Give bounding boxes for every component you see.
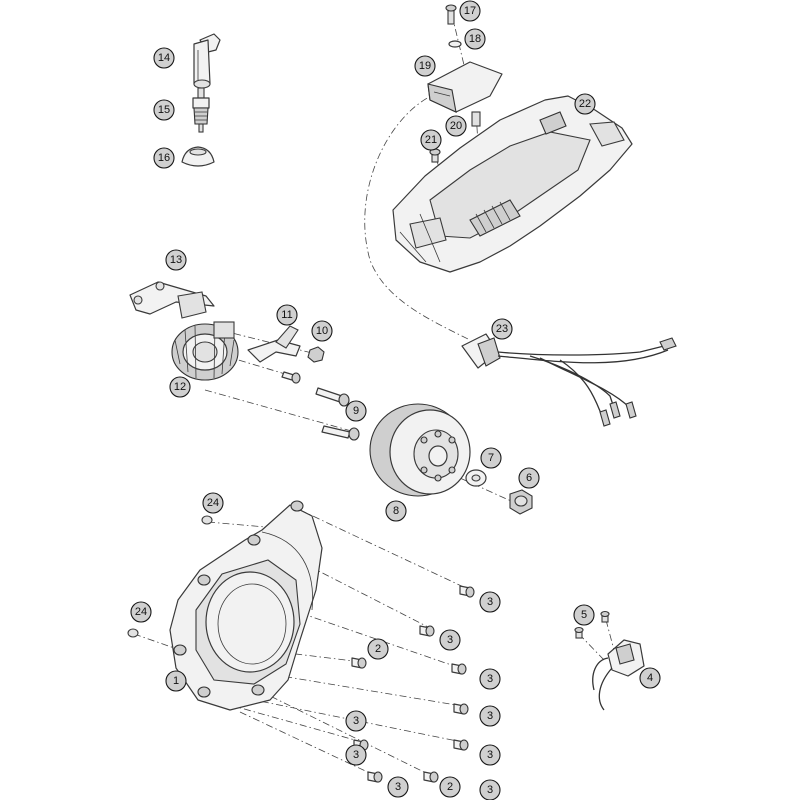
callout-9: 9 [345,400,367,422]
svg-text:21: 21 [425,134,437,146]
svg-text:13: 13 [170,254,182,266]
callout-17: 17 [459,0,481,22]
svg-text:3: 3 [447,634,453,646]
callout-19: 19 [414,55,436,77]
callout-3: 3 [387,776,409,798]
stator-nut [307,346,325,363]
callout-22: 22 [574,93,596,115]
svg-text:3: 3 [487,749,493,761]
svg-text:3: 3 [487,673,493,685]
ecu-spacer [471,111,481,127]
spark-plug [192,87,210,133]
svg-text:3: 3 [353,749,359,761]
flywheel-nut [509,489,533,515]
cover-bolts [351,585,475,783]
svg-text:3: 3 [487,710,493,722]
svg-text:2: 2 [447,781,453,793]
ecu-washer [448,40,462,48]
callout-5: 5 [573,604,595,626]
callout-16: 16 [153,147,175,169]
svg-text:8: 8 [393,505,399,517]
callout-3: 3 [439,629,461,651]
svg-text:14: 14 [158,52,170,64]
callout-24: 24 [130,601,152,623]
callout-14: 14 [153,47,175,69]
callout-24: 24 [202,492,224,514]
svg-text:16: 16 [158,152,170,164]
svg-text:12: 12 [174,381,186,393]
svg-text:1: 1 [173,675,179,687]
callout-3: 3 [479,744,501,766]
callout-13: 13 [165,249,187,271]
callout-1: 1 [165,670,187,692]
stator-bolts [281,371,360,441]
svg-text:7: 7 [488,452,494,464]
svg-text:3: 3 [395,781,401,793]
callout-10: 10 [311,320,333,342]
svg-text:2: 2 [375,643,381,655]
callout-15: 15 [153,99,175,121]
flywheel [369,403,471,497]
callout-7: 7 [480,447,502,469]
callout-6: 6 [518,467,540,489]
callout-21: 21 [420,129,442,151]
flywheel-washer [465,469,487,487]
svg-text:24: 24 [135,606,147,618]
callout-3: 3 [479,779,501,800]
ecu-unit [427,61,503,113]
svg-text:22: 22 [579,98,591,110]
svg-text:20: 20 [450,120,462,132]
svg-text:5: 5 [581,609,587,621]
callout-18: 18 [464,28,486,50]
svg-text:17: 17 [464,5,476,17]
svg-text:24: 24 [207,497,219,509]
callout-3: 3 [345,710,367,732]
callouts: 1 2 2 3 3 3 3 3 3 3 3 3 4 5 6 7 8 9 10 1… [130,0,661,800]
ignition-cover [169,500,323,711]
callout-8: 8 [385,500,407,522]
stator [171,321,239,381]
svg-text:18: 18 [469,33,481,45]
callout-3: 3 [479,591,501,613]
callout-2: 2 [367,638,389,660]
svg-text:15: 15 [158,104,170,116]
ecu-screw [429,148,441,163]
svg-text:4: 4 [647,672,653,684]
svg-text:3: 3 [487,784,493,796]
callout-12: 12 [169,376,191,398]
callout-20: 20 [445,115,467,137]
callout-3: 3 [479,668,501,690]
callout-3: 3 [479,705,501,727]
svg-text:23: 23 [496,323,508,335]
svg-text:6: 6 [526,472,532,484]
callout-2: 2 [439,776,461,798]
spark-plug-cap [193,33,221,89]
svg-text:3: 3 [353,715,359,727]
wiring-harness [461,333,677,427]
ecu-carrier [392,95,633,273]
cable-clamp [247,325,301,363]
coil-screws [574,610,610,639]
svg-text:10: 10 [316,325,328,337]
callout-4: 4 [639,667,661,689]
dowel-pins [127,515,213,638]
callout-23: 23 [491,318,513,340]
callout-11: 11 [276,304,298,326]
callout-3: 3 [345,744,367,766]
svg-text:9: 9 [353,405,359,417]
plug-seal-ring [181,146,215,167]
svg-text:11: 11 [281,309,292,321]
svg-text:3: 3 [487,596,493,608]
svg-text:19: 19 [419,60,431,72]
ignition-coil [592,639,645,711]
ecu-bolt [445,4,457,25]
pickup-bracket [129,281,215,319]
